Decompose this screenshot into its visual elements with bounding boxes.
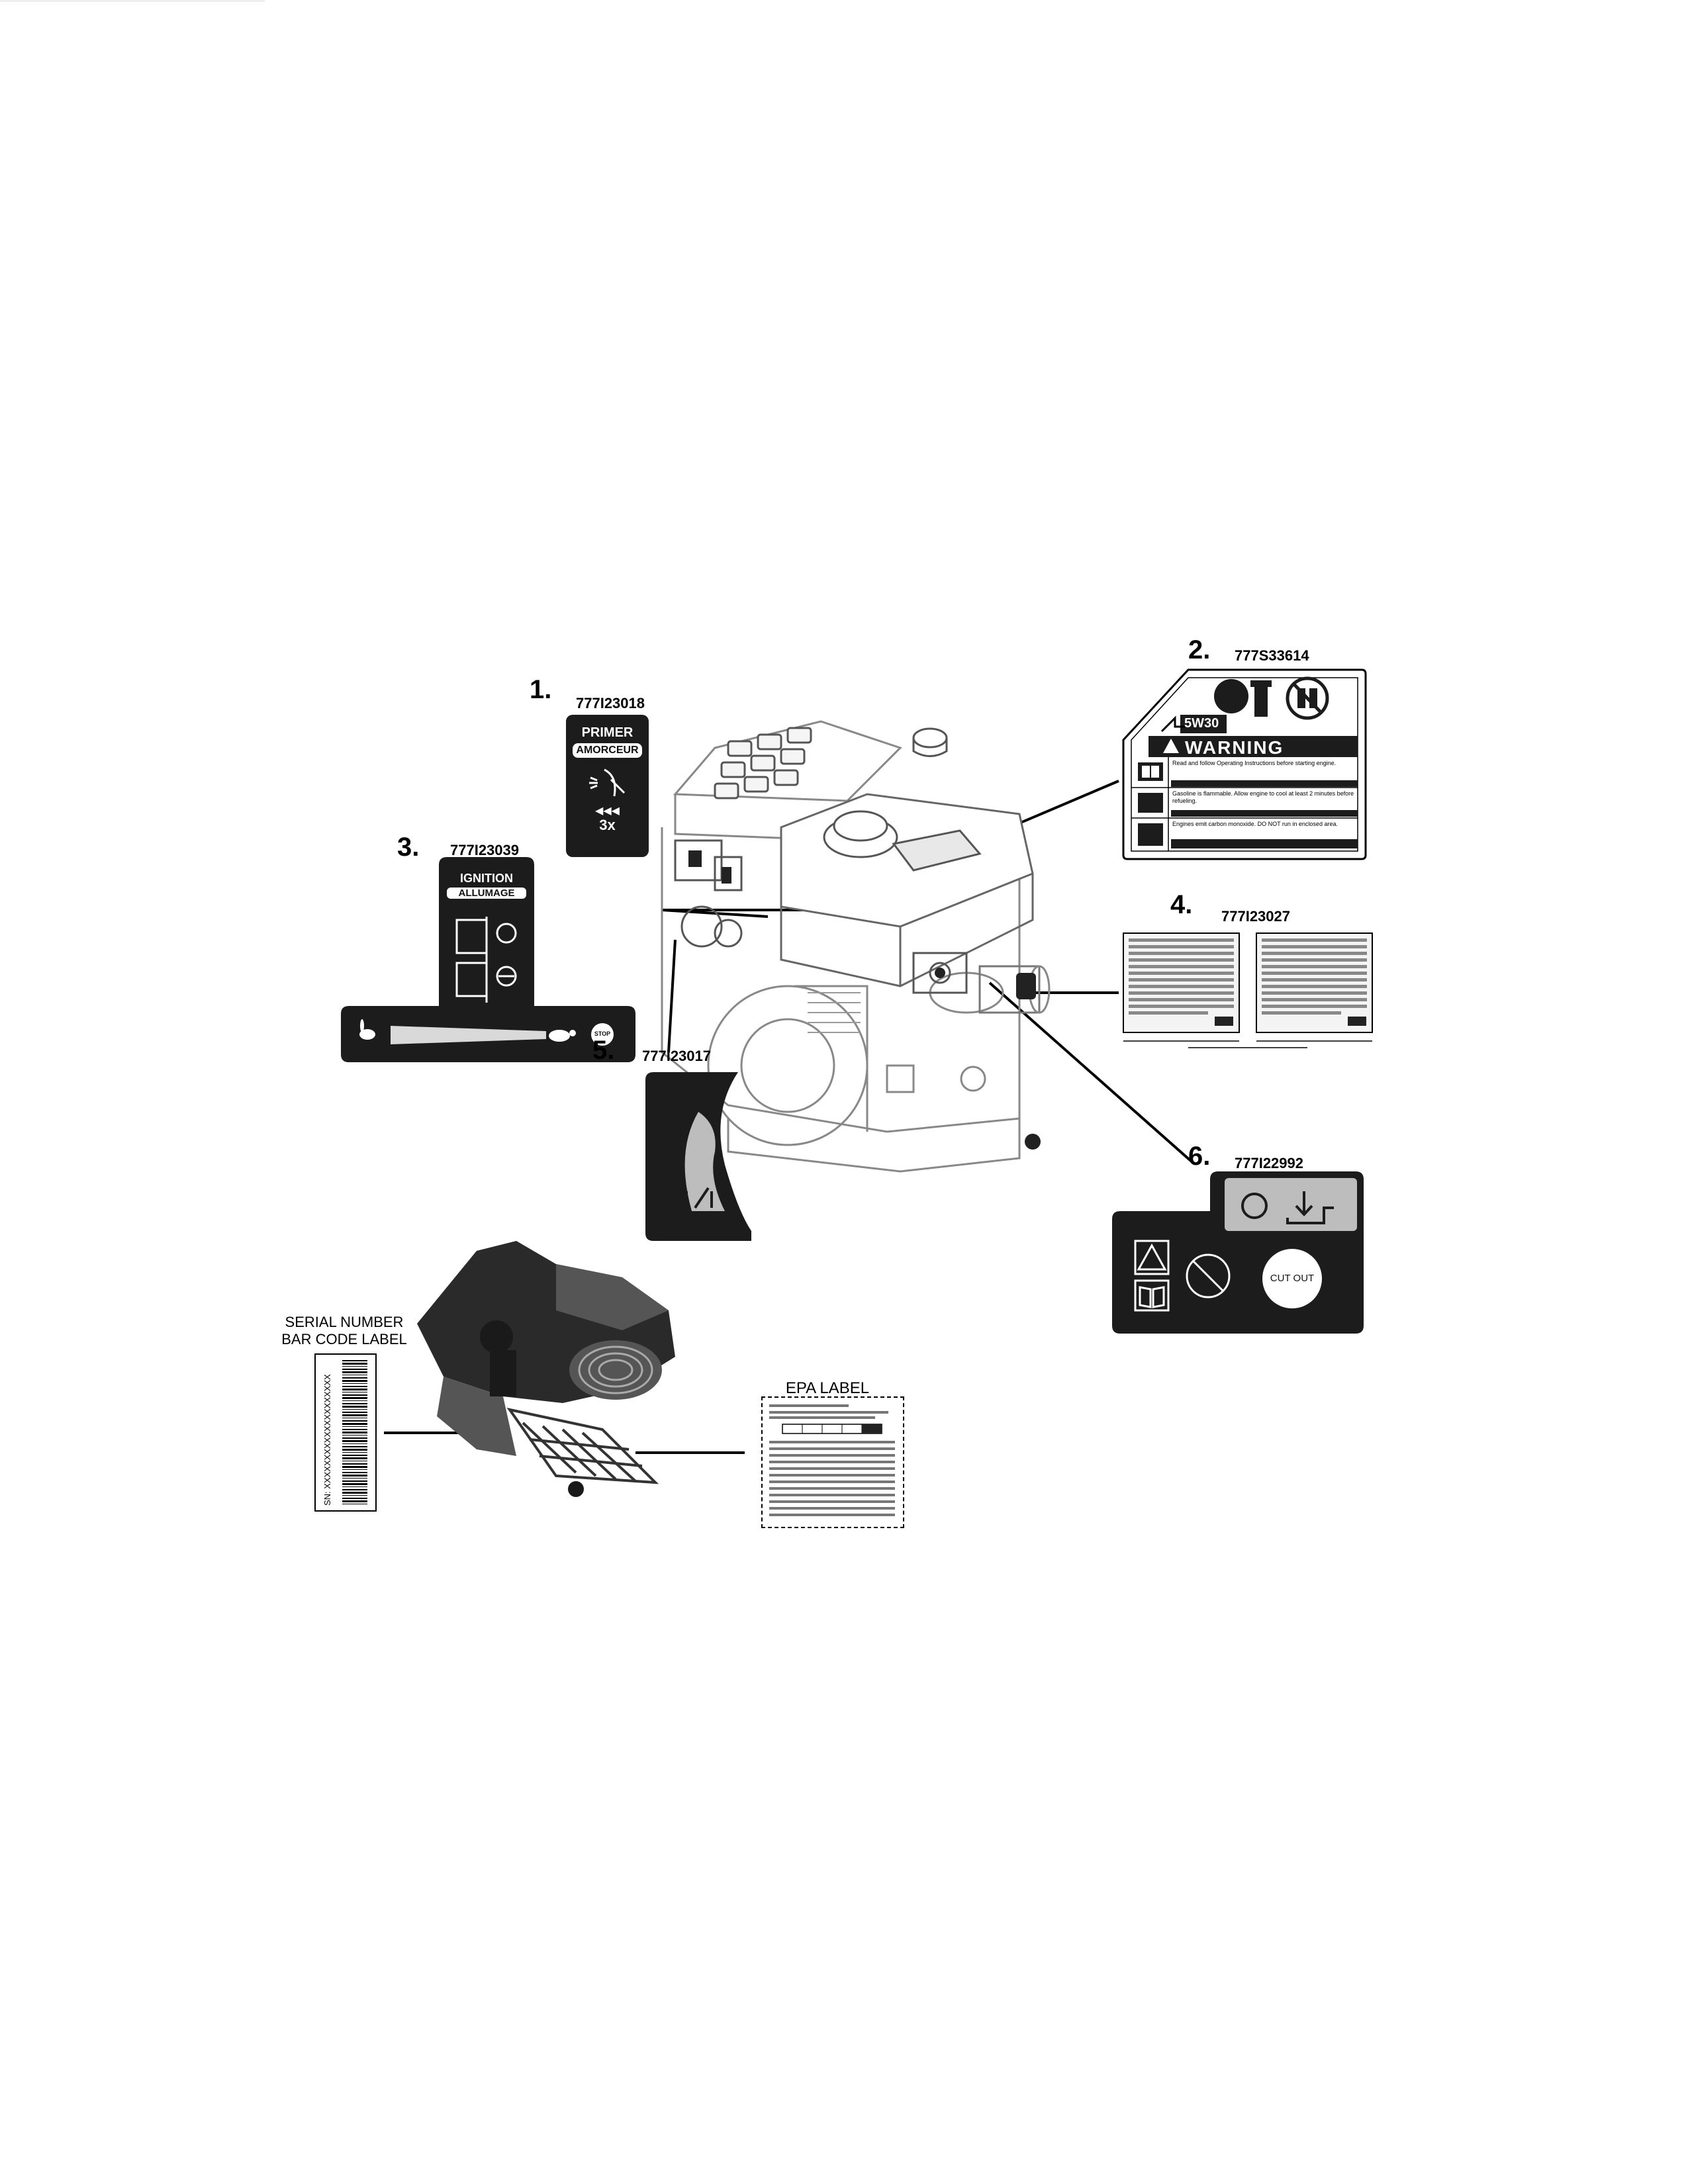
callout-number-2: 2.: [1188, 635, 1211, 664]
warning-triangle-icon: [1137, 1243, 1167, 1271]
primer-count: 3x: [599, 817, 616, 833]
cutout-decal: CUT OUT: [1112, 1171, 1364, 1334]
part-number-6: 777I22992: [1235, 1155, 1303, 1171]
callout-number-6: 6.: [1188, 1142, 1211, 1171]
no-spray-icon: [1186, 1253, 1231, 1298]
emission-labels: [1122, 932, 1374, 1051]
manual-icon: [1138, 762, 1163, 781]
manual-icon: [1139, 1286, 1165, 1308]
ignition-decal: IGNITION ALLUMAGE STOP: [341, 857, 635, 1062]
serial-barcode-label: SN: XXXXXXXXXXXXXXXXXXXX: [314, 1353, 377, 1512]
warning-header: WARNING: [1185, 737, 1284, 758]
fumes-icon: [1138, 823, 1163, 846]
speed-decal: [645, 1072, 751, 1241]
primer-decal: PRIMER AMORCEUR ◀◀◀ 3x: [566, 715, 649, 857]
scan-artifact: [0, 0, 265, 2]
serial-number-text: SN: XXXXXXXXXXXXXXXXXXXX: [322, 1374, 332, 1506]
cutout-label: CUT OUT: [1270, 1273, 1315, 1284]
part-number-5: 777I23017: [642, 1048, 711, 1064]
warning-row-3: Engines emit carbon monoxide. DO NOT run…: [1172, 821, 1338, 827]
throttle-icon: [685, 1187, 713, 1209]
fire-icon: [1138, 793, 1163, 813]
part-number-1: 777I23018: [576, 695, 645, 711]
down-arrow-icon: [1295, 1191, 1313, 1216]
callout-number-4: 4.: [1170, 890, 1193, 919]
primer-bulb-icon: [588, 768, 625, 797]
part-number-3: 777I23039: [450, 842, 519, 858]
ignition-title: IGNITION: [460, 872, 513, 885]
throttle-wedge: [391, 1026, 546, 1044]
leader-5: [667, 939, 677, 1053]
rabbit-icon: [359, 1029, 375, 1040]
warning-row-2: Gasoline is flammable. Allow engine to c…: [1172, 790, 1354, 804]
primer-subtitle: AMORCEUR: [573, 743, 642, 758]
barcode: [342, 1360, 367, 1504]
ignition-stop-label: STOP: [594, 1030, 611, 1037]
engine-illustration: [661, 720, 1051, 1173]
serial-label-caption: SERIAL NUMBER BAR CODE LABEL: [281, 1314, 407, 1347]
dipstick-icon: [1250, 680, 1272, 717]
warning-row-1: Read and follow Operating Instructions b…: [1172, 760, 1336, 766]
engine-icon: [1241, 1193, 1268, 1219]
cutout-circle: [1262, 1249, 1322, 1308]
epa-label-caption: EPA LABEL: [785, 1379, 870, 1397]
epa-label: [761, 1396, 904, 1528]
callout-number-5: 5.: [592, 1036, 615, 1065]
ignition-subtitle: ALLUMAGE: [447, 887, 526, 899]
warning-decal: 5W30 WARNING Read and follow Operating I…: [1122, 668, 1367, 860]
part-number-2: 777S33614: [1235, 647, 1309, 664]
turtle-icon: [549, 1030, 570, 1042]
part-number-4: 777I23027: [1221, 908, 1290, 925]
primer-arrows-icon: ◀◀◀: [595, 805, 620, 817]
engine-bottom-illustration: [417, 1241, 675, 1497]
stop-icon: [591, 1023, 614, 1046]
callout-number-3: 3.: [397, 833, 420, 862]
primer-title: PRIMER: [581, 725, 633, 740]
callout-number-1: 1.: [530, 675, 552, 704]
warning-oil-grade: 5W30: [1184, 716, 1219, 731]
leader-3b: [661, 909, 769, 918]
